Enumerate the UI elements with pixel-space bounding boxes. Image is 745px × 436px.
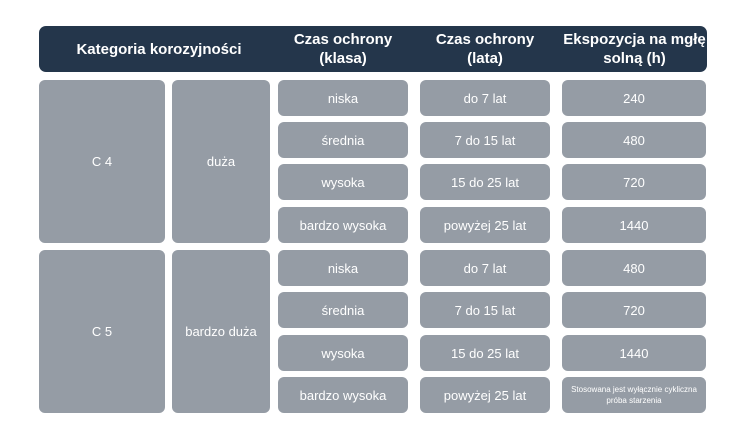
protection-years-cell: powyżej 25 lat (420, 377, 550, 413)
protection-years-cell: do 7 lat (420, 250, 550, 286)
category-cell: C 4 (39, 80, 165, 243)
protection-class-cell: średnia (278, 122, 408, 158)
salt-spray-hours-cell: 240 (562, 80, 706, 116)
salt-spray-hours-cell: 720 (562, 164, 706, 200)
header-protection-class: Czas ochrony (klasa) (293, 31, 393, 67)
protection-class-cell: średnia (278, 292, 408, 328)
protection-class-cell: wysoka (278, 164, 408, 200)
salt-spray-hours-cell: 1440 (562, 335, 706, 371)
protection-years-cell: powyżej 25 lat (420, 207, 550, 243)
salt-spray-hours-cell: 480 (562, 250, 706, 286)
header-salt-spray: Ekspozycja na mgłę solną (h) (563, 31, 706, 67)
protection-class-cell: bardzo wysoka (278, 377, 408, 413)
protection-years-cell: do 7 lat (420, 80, 550, 116)
protection-class-cell: niska (278, 250, 408, 286)
salt-spray-hours-cell: Stosowana jest wyłącznie cykliczna próba… (562, 377, 706, 413)
protection-years-cell: 7 do 15 lat (420, 292, 550, 328)
protection-class-cell: niska (278, 80, 408, 116)
protection-class-cell: wysoka (278, 335, 408, 371)
category-cell: C 5 (39, 250, 165, 413)
header-category: Kategoria korozyjności (76, 40, 242, 58)
salt-spray-hours-cell: 720 (562, 292, 706, 328)
corrosivity-level-cell: duża (172, 80, 270, 243)
protection-years-cell: 15 do 25 lat (420, 164, 550, 200)
protection-class-cell: bardzo wysoka (278, 207, 408, 243)
corrosivity-level-cell: bardzo duża (172, 250, 270, 413)
protection-years-cell: 15 do 25 lat (420, 335, 550, 371)
salt-spray-hours-cell: 480 (562, 122, 706, 158)
header-protection-years: Czas ochrony (lata) (435, 31, 535, 67)
salt-spray-hours-cell: 1440 (562, 207, 706, 243)
protection-years-cell: 7 do 15 lat (420, 122, 550, 158)
header-bar (39, 26, 707, 72)
